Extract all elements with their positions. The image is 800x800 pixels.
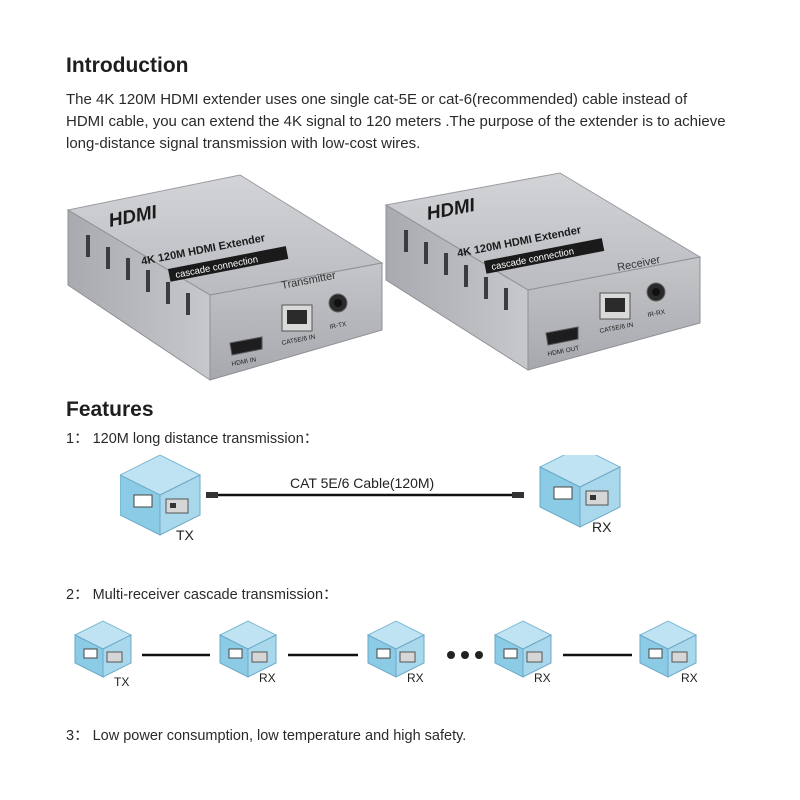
features-heading: Features	[66, 398, 154, 421]
transmitter-box	[66, 174, 384, 381]
feature-3-text: 3： Low power consumption, low temperatur…	[66, 728, 467, 744]
cable-plug-left	[206, 492, 218, 498]
tx-port-ir-label: IR-TX	[329, 321, 348, 331]
cable-label: CAT 5E/6 Cable(120M)	[290, 475, 435, 491]
feature-2-text: 2： Multi-receiver cascade transmission：	[66, 587, 338, 603]
rx-tag-background	[483, 238, 605, 274]
rx-room-icon	[539, 455, 621, 528]
cascade-rx-icon-1	[219, 620, 277, 678]
product-photo: HDMI 4K 120M HDMI Extender cascade conne…	[66, 172, 702, 381]
cascade-label-rx-1: RX	[259, 671, 276, 685]
rx-label: RX	[592, 519, 612, 535]
cascade-label-tx: TX	[114, 675, 130, 689]
cascade-label-rx-2: RX	[407, 671, 424, 685]
tx-room-icon	[120, 455, 201, 536]
feature-1-text: 1： 120M long distance transmission：	[66, 431, 319, 447]
tx-port-hdmi-label: HDMI IN	[231, 356, 257, 368]
cascade-diagram	[74, 620, 697, 678]
cascade-label-rx-3: RX	[534, 671, 551, 685]
ellipsis-dot-2	[461, 651, 469, 659]
cascade-rx-icon-3	[494, 620, 552, 678]
cascade-tx-icon	[74, 620, 132, 678]
ellipsis-dot-1	[447, 651, 455, 659]
cascade-label-rx-4: RX	[681, 671, 698, 685]
introduction-heading: Introduction	[66, 54, 189, 77]
introduction-paragraph: The 4K 120M HDMI extender uses one singl…	[66, 91, 726, 152]
rx-port-ir-label: IR-RX	[647, 309, 666, 319]
ellipsis-dot-3	[475, 651, 483, 659]
point-to-point-diagram	[120, 455, 621, 536]
cascade-rx-icon-4	[639, 620, 697, 678]
receiver-box	[384, 172, 702, 371]
cable-plug-right	[512, 492, 524, 498]
tx-tag-background	[168, 246, 289, 282]
cascade-rx-icon-2	[367, 620, 425, 678]
tx-label: TX	[176, 527, 194, 543]
